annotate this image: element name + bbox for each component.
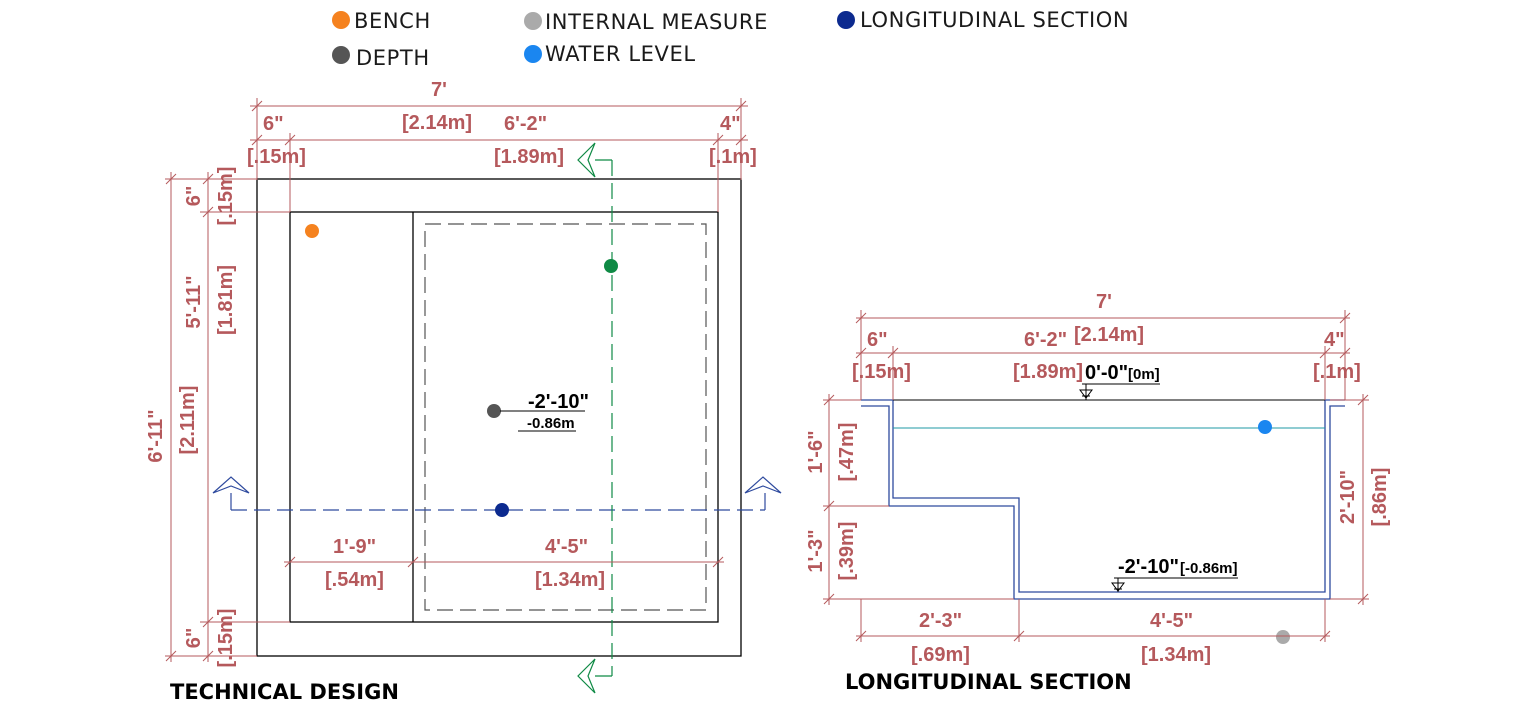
- section-deep-length: 4'-5": [1150, 610, 1193, 632]
- section-step-depth-m: [.39m]: [836, 522, 858, 581]
- section-bench-depth: 1'-6": [805, 430, 827, 473]
- section-arrow-bottom-icon: [577, 658, 596, 694]
- plan-deep-width-m: [1.34m]: [535, 569, 605, 591]
- section-right-wall-m: [.1m]: [1313, 361, 1361, 383]
- plan-deep-area-outline: [424, 223, 707, 611]
- legend-depth-marker: [332, 46, 350, 64]
- plan-total-height-m: [2.11m]: [177, 386, 199, 455]
- legend-longitudinal-section-label: LONGITUDINAL SECTION: [860, 8, 1129, 32]
- plan-bench-width: 1'-9": [333, 536, 376, 558]
- plan-bench-marker: [305, 224, 319, 238]
- legend-water-level-label: WATER LEVEL: [545, 42, 696, 66]
- plan-total-width: 7': [431, 79, 447, 101]
- section-left-wall-m: [.15m]: [852, 361, 911, 383]
- section-water-level-marker: [1258, 420, 1272, 434]
- section-top-dimensions: [855, 310, 1351, 400]
- plan-top-wall-m: [.15m]: [215, 167, 237, 226]
- section-right-dimensions: [1330, 394, 1369, 605]
- section-pool-outer-profile: [861, 399, 1345, 593]
- legend-bench-marker: [332, 11, 350, 29]
- plan-bottom-wall-m: [.15m]: [215, 609, 237, 668]
- section-total-width: 7': [1096, 291, 1112, 313]
- section-internal-measure-marker: [1276, 630, 1290, 644]
- plan-outer-wall: [256, 178, 742, 657]
- plan-left-wall-m: [.15m]: [247, 146, 306, 168]
- section-bench-length: 2'-3": [919, 610, 962, 632]
- section-pool-inner-profile: [861, 405, 1345, 600]
- section-top-level-m: [0m]: [1128, 366, 1160, 383]
- plan-depth-marker: [487, 404, 501, 418]
- plan-top-dimensions: [250, 98, 748, 212]
- plan-bench-width-m: [.54m]: [325, 569, 384, 591]
- section-title: LONGITUDINAL SECTION: [845, 670, 1132, 694]
- section-bench-depth-m: [.47m]: [836, 423, 858, 482]
- section-bottom-level-m: [-0.86m]: [1180, 560, 1238, 577]
- level-marker-bottom-icon: [1111, 582, 1125, 592]
- plan-total-width-m: [2.14m]: [402, 112, 472, 134]
- legend-internal-measure-label: INTERNAL MEASURE: [545, 10, 768, 34]
- section-right-wall: 4": [1324, 329, 1345, 351]
- section-total-depth: 2'-10": [1337, 470, 1359, 524]
- level-marker-top-icon: [1079, 389, 1093, 399]
- section-top-level: 0'-0": [1085, 362, 1128, 384]
- section-total-width-m: [2.14m]: [1074, 324, 1144, 346]
- legend: BENCH DEPTH INTERNAL MEASURE WATER LEVEL…: [332, 8, 1129, 70]
- plan-inner-wall: [289, 211, 719, 623]
- plan-internal-dimensions: [284, 556, 724, 568]
- section-bench-length-m: [.69m]: [911, 644, 970, 666]
- plan-top-wall: 6": [183, 186, 205, 207]
- section-inner-width-m: [1.89m]: [1013, 361, 1083, 383]
- plan-right-wall: 4": [720, 113, 741, 135]
- plan-inner-width: 6'-2": [504, 113, 547, 135]
- section-inner-width: 6'-2": [1024, 329, 1067, 351]
- legend-longitudinal-section-marker: [837, 11, 855, 29]
- legend-water-level-marker: [524, 45, 542, 63]
- section-arrow-right-icon: [744, 476, 782, 494]
- section-view: 0'-0" [0m] -2'-10" [-0.86m] 7' [2.14m] 6…: [805, 291, 1391, 694]
- plan-left-wall: 6": [263, 113, 284, 135]
- plan-inner-height-m: [1.81m]: [215, 265, 237, 335]
- section-arrow-left-icon: [212, 476, 250, 494]
- plan-bottom-wall: 6": [183, 628, 205, 649]
- plan-title: TECHNICAL DESIGN: [170, 680, 399, 704]
- plan-cross-section-marker: [604, 259, 618, 273]
- legend-depth-label: DEPTH: [356, 46, 430, 70]
- plan-longitudinal-marker: [495, 503, 509, 517]
- plan-view: -2'-10" -0.86m 7' [2.14m] 6" [.15m] 6'-2…: [145, 79, 782, 704]
- section-bottom-level: -2'-10": [1118, 556, 1179, 578]
- section-bottom-dimensions: [855, 599, 1331, 642]
- section-deep-length-m: [1.34m]: [1141, 644, 1211, 666]
- plan-inner-height: 5'-11": [183, 275, 205, 328]
- section-total-depth-m: [.86m]: [1369, 468, 1391, 527]
- plan-total-height: 6'-11": [145, 409, 167, 462]
- section-left-wall: 6": [867, 329, 888, 351]
- plan-left-dimensions: [165, 172, 290, 662]
- plan-deep-width: 4'-5": [545, 536, 588, 558]
- plan-inner-width-m: [1.89m]: [494, 146, 564, 168]
- legend-internal-measure-marker: [524, 12, 542, 30]
- plan-depth-level-m: -0.86m: [527, 415, 575, 432]
- section-arrow-top-icon: [577, 142, 596, 178]
- section-step-depth: 1'-3": [805, 529, 827, 572]
- legend-bench-label: BENCH: [354, 9, 431, 33]
- plan-depth-level: -2'-10": [528, 391, 589, 413]
- plan-right-wall-m: [.1m]: [709, 146, 757, 168]
- section-left-dimensions: [823, 394, 1014, 605]
